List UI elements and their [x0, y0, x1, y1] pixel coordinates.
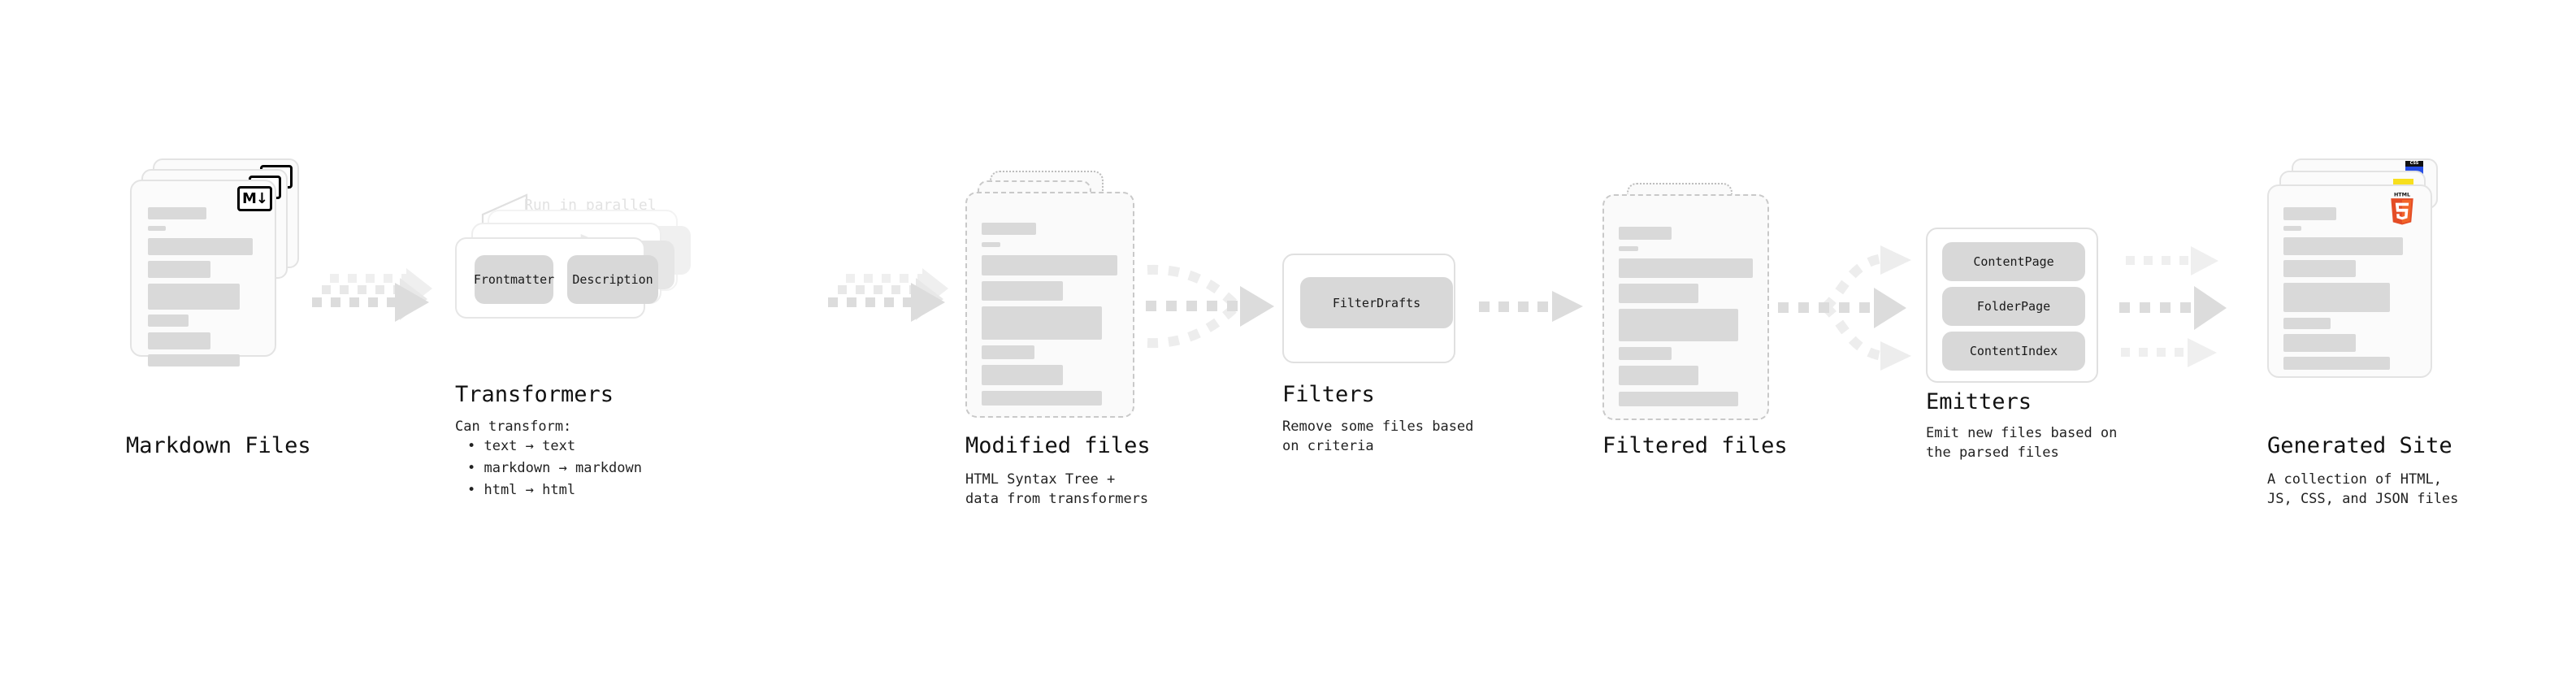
doc-bar	[982, 345, 1034, 359]
emitter-pill-folderpage-label: FolderPage	[1976, 299, 2051, 314]
doc-bar	[148, 284, 240, 310]
stage-title-filters: Filters	[1282, 382, 1375, 407]
emitters-box: ContentPage FolderPage ContentIndex	[1926, 228, 2098, 383]
transformer-pill-frontmatter[interactable]: Frontmatter	[473, 255, 555, 304]
transformer-pill-frontmatter-label: Frontmatter	[473, 272, 555, 287]
emitters-subtitle: Emit new files based on the parsed files	[1926, 425, 2118, 461]
emitter-pill-contentpage[interactable]: ContentPage	[1942, 242, 2085, 281]
svg-text:HTML: HTML	[2394, 191, 2410, 197]
stage-title-generated-site: Generated Site	[2267, 433, 2452, 458]
doc-bar	[1619, 227, 1672, 240]
html5-icon: HTML	[2391, 191, 2413, 225]
emitter-pill-contentindex[interactable]: ContentIndex	[1942, 332, 2085, 371]
modified-doc-front	[965, 192, 1134, 418]
doc-bar	[1619, 258, 1753, 278]
modified-files-subtitle: HTML Syntax Tree + data from transformer…	[965, 471, 1149, 507]
doc-bar	[2283, 237, 2403, 255]
arrow-modified-to-filters-converging	[1146, 264, 1274, 349]
stage-title-emitters: Emitters	[1926, 389, 2032, 414]
doc-bar	[1619, 309, 1738, 341]
arrow-filtered-to-emitters-diverging	[1778, 245, 1911, 371]
doc-bar	[148, 332, 210, 349]
doc-bar	[1619, 366, 1698, 385]
doc-bar	[2283, 334, 2356, 352]
filtered-doc-front	[1602, 194, 1769, 420]
doc-bar	[982, 242, 1000, 247]
filter-pill-filterdrafts-label: FilterDrafts	[1332, 295, 1421, 310]
transformers-bullet-1: • markdown → markdown	[467, 460, 642, 476]
stage-title-modified-files: Modified files	[965, 433, 1151, 458]
arrow-filters-to-filtered	[1479, 291, 1583, 322]
doc-bar	[2283, 207, 2336, 220]
emitter-pill-folderpage[interactable]: FolderPage	[1942, 287, 2085, 326]
markdown-icon-front: M↓	[237, 186, 272, 211]
doc-bar	[2283, 283, 2390, 312]
doc-bar	[148, 314, 189, 327]
doc-bar	[982, 306, 1102, 340]
doc-bar	[2283, 318, 2331, 329]
doc-bar	[2283, 226, 2301, 231]
filter-pill-filterdrafts[interactable]: FilterDrafts	[1300, 277, 1453, 328]
emitter-pill-contentpage-label: ContentPage	[1973, 254, 2054, 269]
doc-bar	[148, 261, 210, 278]
stage-title-transformers: Transformers	[455, 382, 614, 407]
filters-subtitle: Remove some files based on criteria	[1282, 419, 1474, 454]
doc-bar	[148, 354, 240, 367]
filters-box: FilterDrafts	[1282, 254, 1455, 363]
doc-bar	[982, 281, 1063, 301]
arrow-transformers-to-modified	[828, 268, 948, 322]
doc-bar	[1619, 284, 1698, 303]
doc-bar	[1619, 392, 1738, 406]
arrow-emitters-to-site	[2119, 246, 2227, 367]
doc-bar	[148, 226, 166, 231]
doc-bar	[2283, 260, 2356, 277]
transformers-bullet-0: • text → text	[467, 438, 576, 454]
emitter-pill-contentindex-label: ContentIndex	[1969, 344, 2058, 358]
generated-site-subtitle: A collection of HTML, JS, CSS, and JSON …	[2267, 471, 2459, 507]
transformers-subtitle: Can transform:	[455, 419, 572, 435]
doc-bar	[982, 365, 1063, 385]
doc-bar	[148, 207, 206, 219]
stage-title-filtered-files: Filtered files	[1602, 433, 1788, 458]
doc-bar	[1619, 246, 1638, 251]
doc-bar	[982, 223, 1036, 235]
doc-bar	[982, 391, 1102, 406]
run-in-parallel-label: Run in parallel	[524, 197, 657, 214]
arrow-markdown-to-transformers	[312, 268, 432, 322]
stage-title-markdown-files: Markdown Files	[126, 433, 311, 458]
doc-bar	[148, 238, 253, 255]
doc-bar	[2283, 357, 2390, 370]
transformers-bullet-2: • html → html	[467, 482, 576, 498]
doc-bar	[982, 255, 1117, 275]
transformer-pill-description[interactable]: Description	[567, 255, 658, 304]
transformer-pill-description-label: Description	[572, 272, 653, 287]
doc-bar	[1619, 347, 1672, 360]
css-icon-label: CSS	[2405, 161, 2423, 167]
